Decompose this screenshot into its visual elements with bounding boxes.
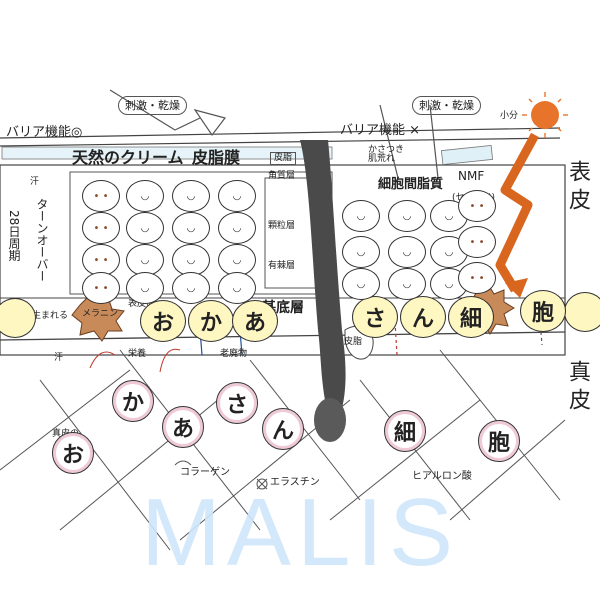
hyaluronic-label: ヒアルロン酸 [412, 471, 472, 482]
watermark: MALIS [140, 479, 460, 586]
basal-cell-plain [564, 292, 600, 332]
cycle-note: 28日周期 [7, 210, 21, 262]
face-cell: ◡ [342, 268, 380, 300]
barrier-ok-label: バリア機能◎ [6, 125, 83, 140]
layer-granular: 顆粒層 [268, 221, 296, 231]
melanin-cell: • • [82, 212, 120, 244]
born-note: 生まれる [32, 311, 69, 321]
melanin-cell: • • [82, 180, 120, 212]
epidermis-mother-note: 表皮の [128, 299, 156, 309]
basal-cell: さ [352, 296, 398, 338]
face-cell: ◡ [126, 244, 164, 276]
dermis-cell: 細 [384, 410, 426, 452]
basal-cell: あ [232, 300, 278, 342]
turnover-note: ターンオーバー [35, 198, 49, 282]
face-cell: ◡ [388, 200, 426, 232]
barrier-ng-label: バリア機能 × [340, 123, 421, 138]
sun-icon [531, 101, 559, 129]
dermis-cell: ん [262, 408, 304, 450]
basal-cell: お [140, 300, 186, 342]
face-cell: ◡ [218, 212, 256, 244]
dermis-side-label: 真皮 [565, 360, 590, 416]
layer-spinous: 有棘層 [268, 261, 296, 271]
melanin-cell: • • [458, 262, 496, 294]
basal-cell: ん [400, 296, 446, 338]
dermis-cell: か [112, 380, 154, 422]
sebum-tag: 皮脂 [270, 152, 297, 165]
hair-follicle [300, 140, 346, 430]
melanin-cell: • • [458, 226, 496, 258]
collagen-label: コラーゲン [180, 467, 230, 478]
face-cell: ◡ [126, 180, 164, 212]
dermis-cell: 胞 [478, 420, 520, 462]
natural-cream-label: 天然のクリーム [72, 148, 184, 167]
nmf-label: NMF [458, 169, 485, 183]
sebaceous-label: 皮脂膜 [192, 148, 241, 167]
basal-cell: 胞 [520, 290, 566, 332]
stimulus-right-label: 刺激・乾燥 [412, 96, 481, 115]
face-cell: ◡ [342, 200, 380, 232]
dermis-cell: あ [162, 406, 204, 448]
face-cell: ◡ [172, 272, 210, 304]
dermis-cell: お [52, 432, 94, 474]
face-cell: ◡ [388, 236, 426, 268]
melanin-note: メラニン [82, 309, 119, 319]
face-cell: ◡ [172, 244, 210, 276]
epidermis-side-label: 表皮 [565, 160, 590, 216]
face-cell: ◡ [126, 212, 164, 244]
intercellular-label: 細胞間脂質 [378, 177, 444, 192]
uv-label: 小分 [500, 111, 519, 121]
face-cell: ◡ [126, 272, 164, 304]
face-cell: ◡ [172, 180, 210, 212]
uv-ray [495, 132, 539, 293]
dermis-cell: さ [216, 382, 258, 424]
nutrition-note: 栄養 [128, 349, 147, 359]
stimulus-left-label: 刺激・乾燥 [118, 96, 187, 115]
sweat-note: 汗 [30, 177, 40, 187]
face-cell: ◡ [218, 180, 256, 212]
elastin-label: エラスチン [270, 477, 320, 488]
face-cell: ◡ [172, 212, 210, 244]
basal-cell-plain [0, 298, 36, 338]
skin-tag: 皮脂 [344, 337, 363, 347]
melanin-cell: • • [82, 272, 120, 304]
melanin-cell: • • [458, 190, 496, 222]
face-cell: ◡ [218, 272, 256, 304]
sweat2-note: 汗 [54, 353, 64, 363]
basal-cell: 細 [448, 296, 494, 338]
waste-note: 老廃物 [220, 349, 248, 359]
basal-cell: か [188, 300, 234, 342]
layer-horny: 角質層 [268, 171, 296, 181]
face-cell: ◡ [388, 268, 426, 300]
face-cell: ◡ [342, 236, 380, 268]
kasakasa-label: かさつき 肌荒れ [368, 145, 405, 164]
